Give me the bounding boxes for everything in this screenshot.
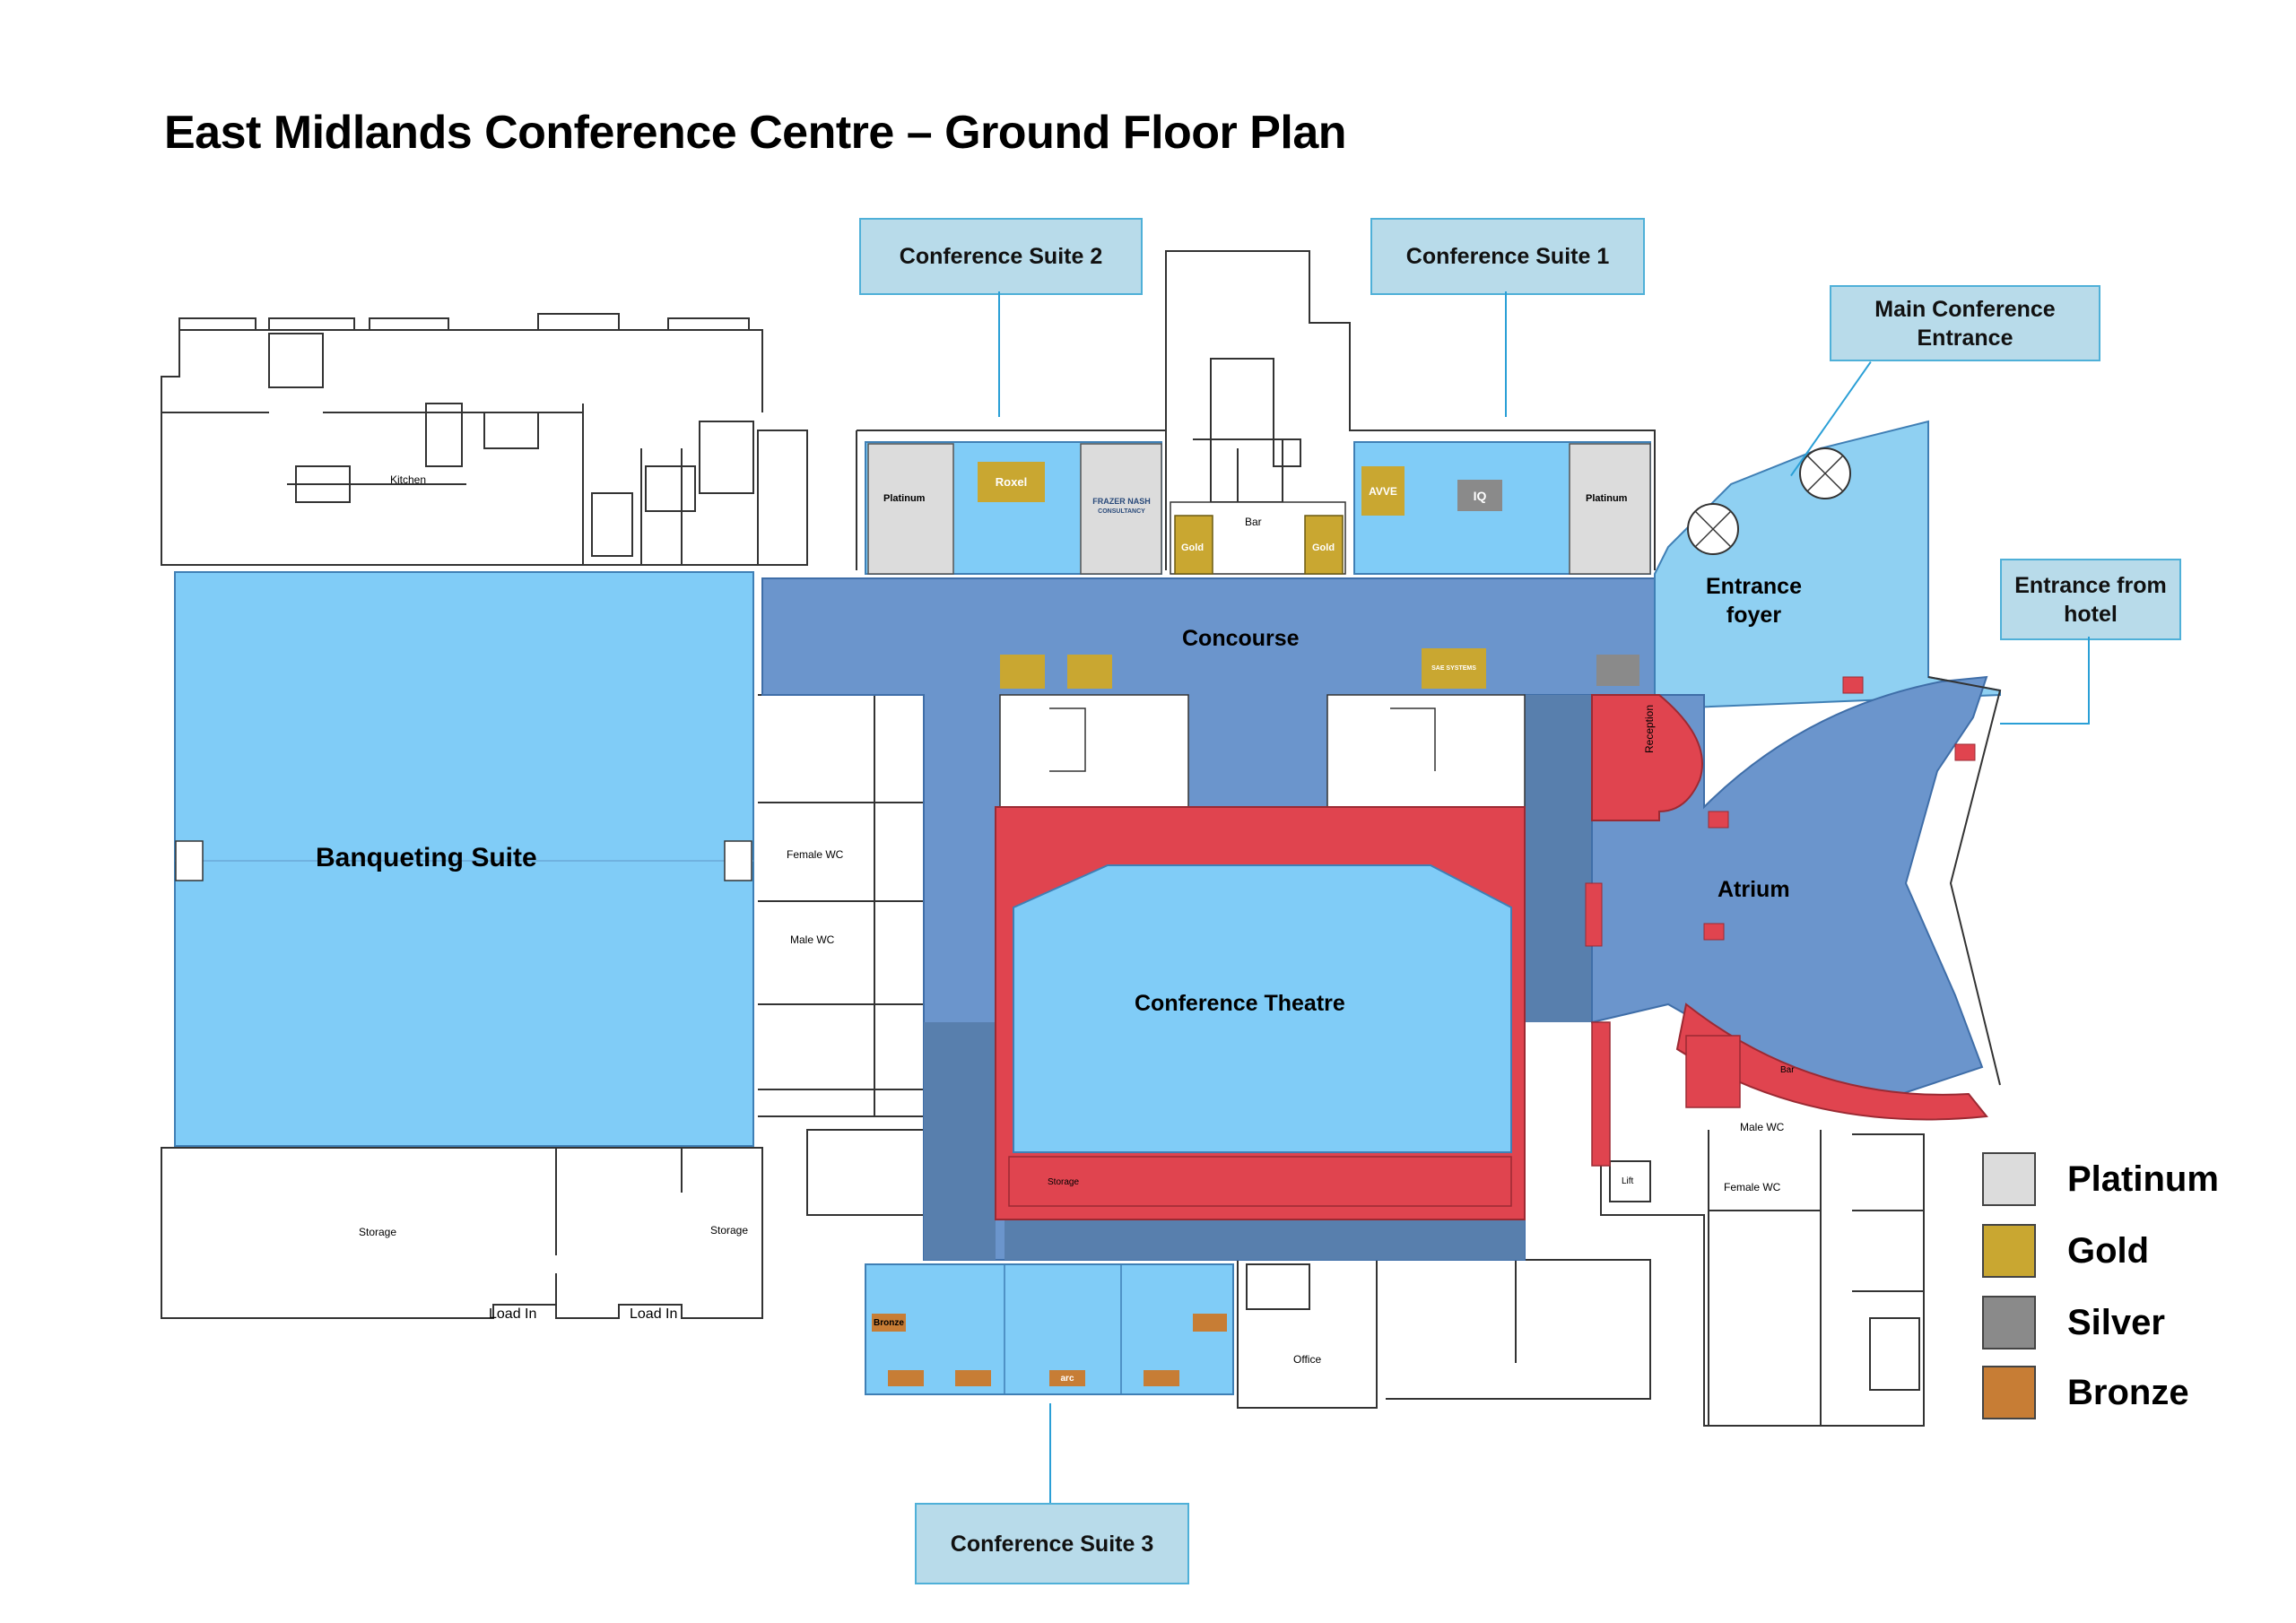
room-label-kitchen: Kitchen xyxy=(390,473,427,486)
bronze-stand-suite3-4 xyxy=(1144,1370,1179,1386)
legend-label-bronze: Bronze xyxy=(2067,1372,2189,1412)
room-label-bar-atrium: Bar xyxy=(1780,1065,1795,1075)
room-label-male-wc-right: Male WC xyxy=(1740,1121,1785,1133)
legend-label-gold: Gold xyxy=(2067,1230,2150,1271)
room-label-banqueting-suite: Banqueting Suite xyxy=(316,843,537,872)
legend-label-platinum: Platinum xyxy=(2067,1159,2219,1199)
sponsor-stand-avve: AVVE xyxy=(1361,466,1405,516)
sponsor-stand-frazer-nash: FRAZER NASH CONSULTANCY xyxy=(1083,489,1160,525)
silver-stand-concourse xyxy=(1596,655,1639,686)
callout-main-conference-entrance: Main Conference Entrance xyxy=(1830,285,2100,361)
stand-label-gold-bar-left: Gold xyxy=(1181,542,1205,553)
gold-stand-concourse-1 xyxy=(1000,655,1045,689)
callout-conference-suite-1: Conference Suite 1 xyxy=(1370,218,1645,295)
stand-label-platinum-suite1: Platinum xyxy=(1586,493,1628,504)
legend-swatch-gold xyxy=(1982,1224,2036,1278)
legend-swatch-silver xyxy=(1982,1296,2036,1350)
sponsor-stand-sae: SAE SYSTEMS xyxy=(1422,648,1486,689)
room-label-load-in-1: Load In xyxy=(489,1306,537,1322)
stand-label-bronze-suite3: Bronze xyxy=(872,1314,906,1332)
legend-item-gold: Gold xyxy=(1982,1224,2149,1278)
legend-label-silver: Silver xyxy=(2067,1302,2165,1342)
stand-label-platinum-suite2: Platinum xyxy=(883,493,926,504)
page-title: East Midlands Conference Centre – Ground… xyxy=(164,107,1347,159)
room-label-storage-right: Storage xyxy=(710,1224,749,1237)
stand-label-gold-bar-right: Gold xyxy=(1312,542,1335,553)
legend-swatch-bronze xyxy=(1982,1366,2036,1419)
gold-stand-concourse-2 xyxy=(1067,655,1112,689)
leader-line-hotel-vertical xyxy=(2088,637,2090,724)
legend-item-platinum: Platinum xyxy=(1982,1152,2219,1206)
room-label-male-wc-left: Male WC xyxy=(790,933,835,946)
room-label-atrium: Atrium xyxy=(1718,877,1790,902)
bronze-stand-suite3-right xyxy=(1193,1314,1227,1332)
callout-conference-suite-2: Conference Suite 2 xyxy=(859,218,1143,295)
callout-entrance-from-hotel: Entrance from hotel xyxy=(2000,559,2181,640)
room-label-storage-left: Storage xyxy=(359,1226,397,1238)
bronze-stand-suite3-1 xyxy=(888,1370,924,1386)
callout-conference-suite-3: Conference Suite 3 xyxy=(915,1503,1189,1584)
room-label-entrance-foyer: Entrance foyer xyxy=(1706,574,1802,628)
leader-line-suite-1 xyxy=(1505,291,1507,417)
room-label-female-wc-right: Female WC xyxy=(1724,1181,1781,1193)
room-label-reception: Reception xyxy=(1643,704,1656,753)
room-label-bar-top: Bar xyxy=(1245,516,1262,528)
leader-line-suite-2 xyxy=(998,291,1000,417)
room-label-load-in-2: Load In xyxy=(630,1306,678,1322)
legend-item-bronze: Bronze xyxy=(1982,1366,2189,1419)
sponsor-frazer-nash-name: FRAZER NASH xyxy=(1092,497,1151,506)
leader-line-suite-3 xyxy=(1049,1403,1051,1503)
sponsor-stand-iq: IQ xyxy=(1457,480,1502,511)
room-label-female-wc-left: Female WC xyxy=(787,848,844,861)
leader-line-hotel-horizontal xyxy=(2000,723,2090,725)
sponsor-frazer-nash-sub: CONSULTANCY xyxy=(1098,508,1145,515)
bronze-stand-suite3-2 xyxy=(955,1370,991,1386)
room-label-office: Office xyxy=(1293,1353,1322,1366)
sponsor-stand-arc: arc xyxy=(1049,1370,1085,1386)
legend-swatch-platinum xyxy=(1982,1152,2036,1206)
room-label-conference-theatre: Conference Theatre xyxy=(1135,991,1345,1016)
sponsor-stand-roxel: Roxel xyxy=(978,462,1045,502)
legend-item-silver: Silver xyxy=(1982,1296,2165,1350)
room-label-concourse: Concourse xyxy=(1182,626,1300,651)
room-label-lift: Lift xyxy=(1622,1176,1634,1186)
room-label-theatre-storage: Storage xyxy=(1048,1177,1080,1187)
